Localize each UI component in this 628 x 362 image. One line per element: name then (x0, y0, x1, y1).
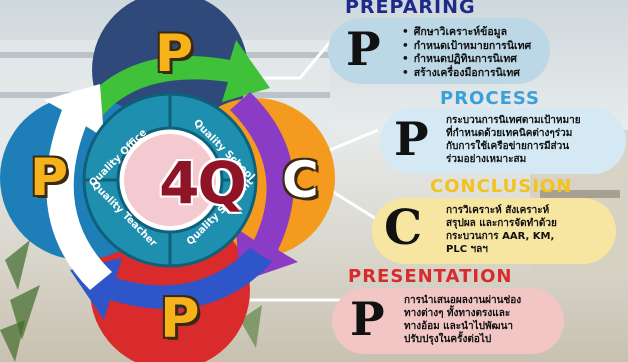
section-heading-conclusion: CONCLUSION (430, 176, 573, 197)
cycle-letter-top: P (155, 24, 194, 84)
section-pill-conclusion (372, 198, 616, 264)
section-letter-process: P (394, 112, 429, 166)
list-item: กำหนดปฏิทินการนิเทศ (402, 53, 531, 67)
cycle-letter-right: C (282, 151, 319, 209)
cycle-letter-left: P (30, 148, 69, 208)
section-letter-preparing: P (346, 22, 381, 76)
section-heading-process: PROCESS (440, 88, 540, 109)
section-letter-presentation: P (350, 292, 385, 346)
blue-arrow (70, 248, 272, 320)
purple-arrow (230, 92, 298, 282)
center-logo: 4Q (159, 149, 247, 217)
section-letter-conclusion: C (384, 200, 423, 256)
list-item: ศึกษาวิเคราะห์ข้อมูล (402, 26, 531, 40)
section-heading-presentation: PRESENTATION (348, 266, 513, 287)
section-text-conclusion: การวิเคราะห์ สังเคราะห์ สรุปผล และการจัด… (446, 205, 557, 255)
white-arrow (44, 84, 112, 290)
section-heading-preparing: PREPARING (345, 0, 476, 18)
section-pill-process (380, 108, 626, 174)
list-item: สร้างเครื่องมือการนิเทศ (402, 67, 531, 81)
green-arrow (70, 40, 270, 130)
list-item: กำหนดเป้าหมายการนิเทศ (402, 40, 531, 54)
preparing-bullet-list: ศึกษาวิเคราะห์ข้อมูล กำหนดเป้าหมายการนิเ… (402, 26, 531, 80)
cycle-letter-bottom: P (160, 287, 200, 350)
section-text-process: กระบวนการนิเทศตามเป้าหมาย ที่กำหนดด้วยเท… (446, 115, 581, 165)
section-pill-presentation (332, 288, 564, 354)
section-text-presentation: การนำเสนอผลงานผ่านช่อง ทางต่างๆ ทั้งทางต… (404, 295, 522, 345)
